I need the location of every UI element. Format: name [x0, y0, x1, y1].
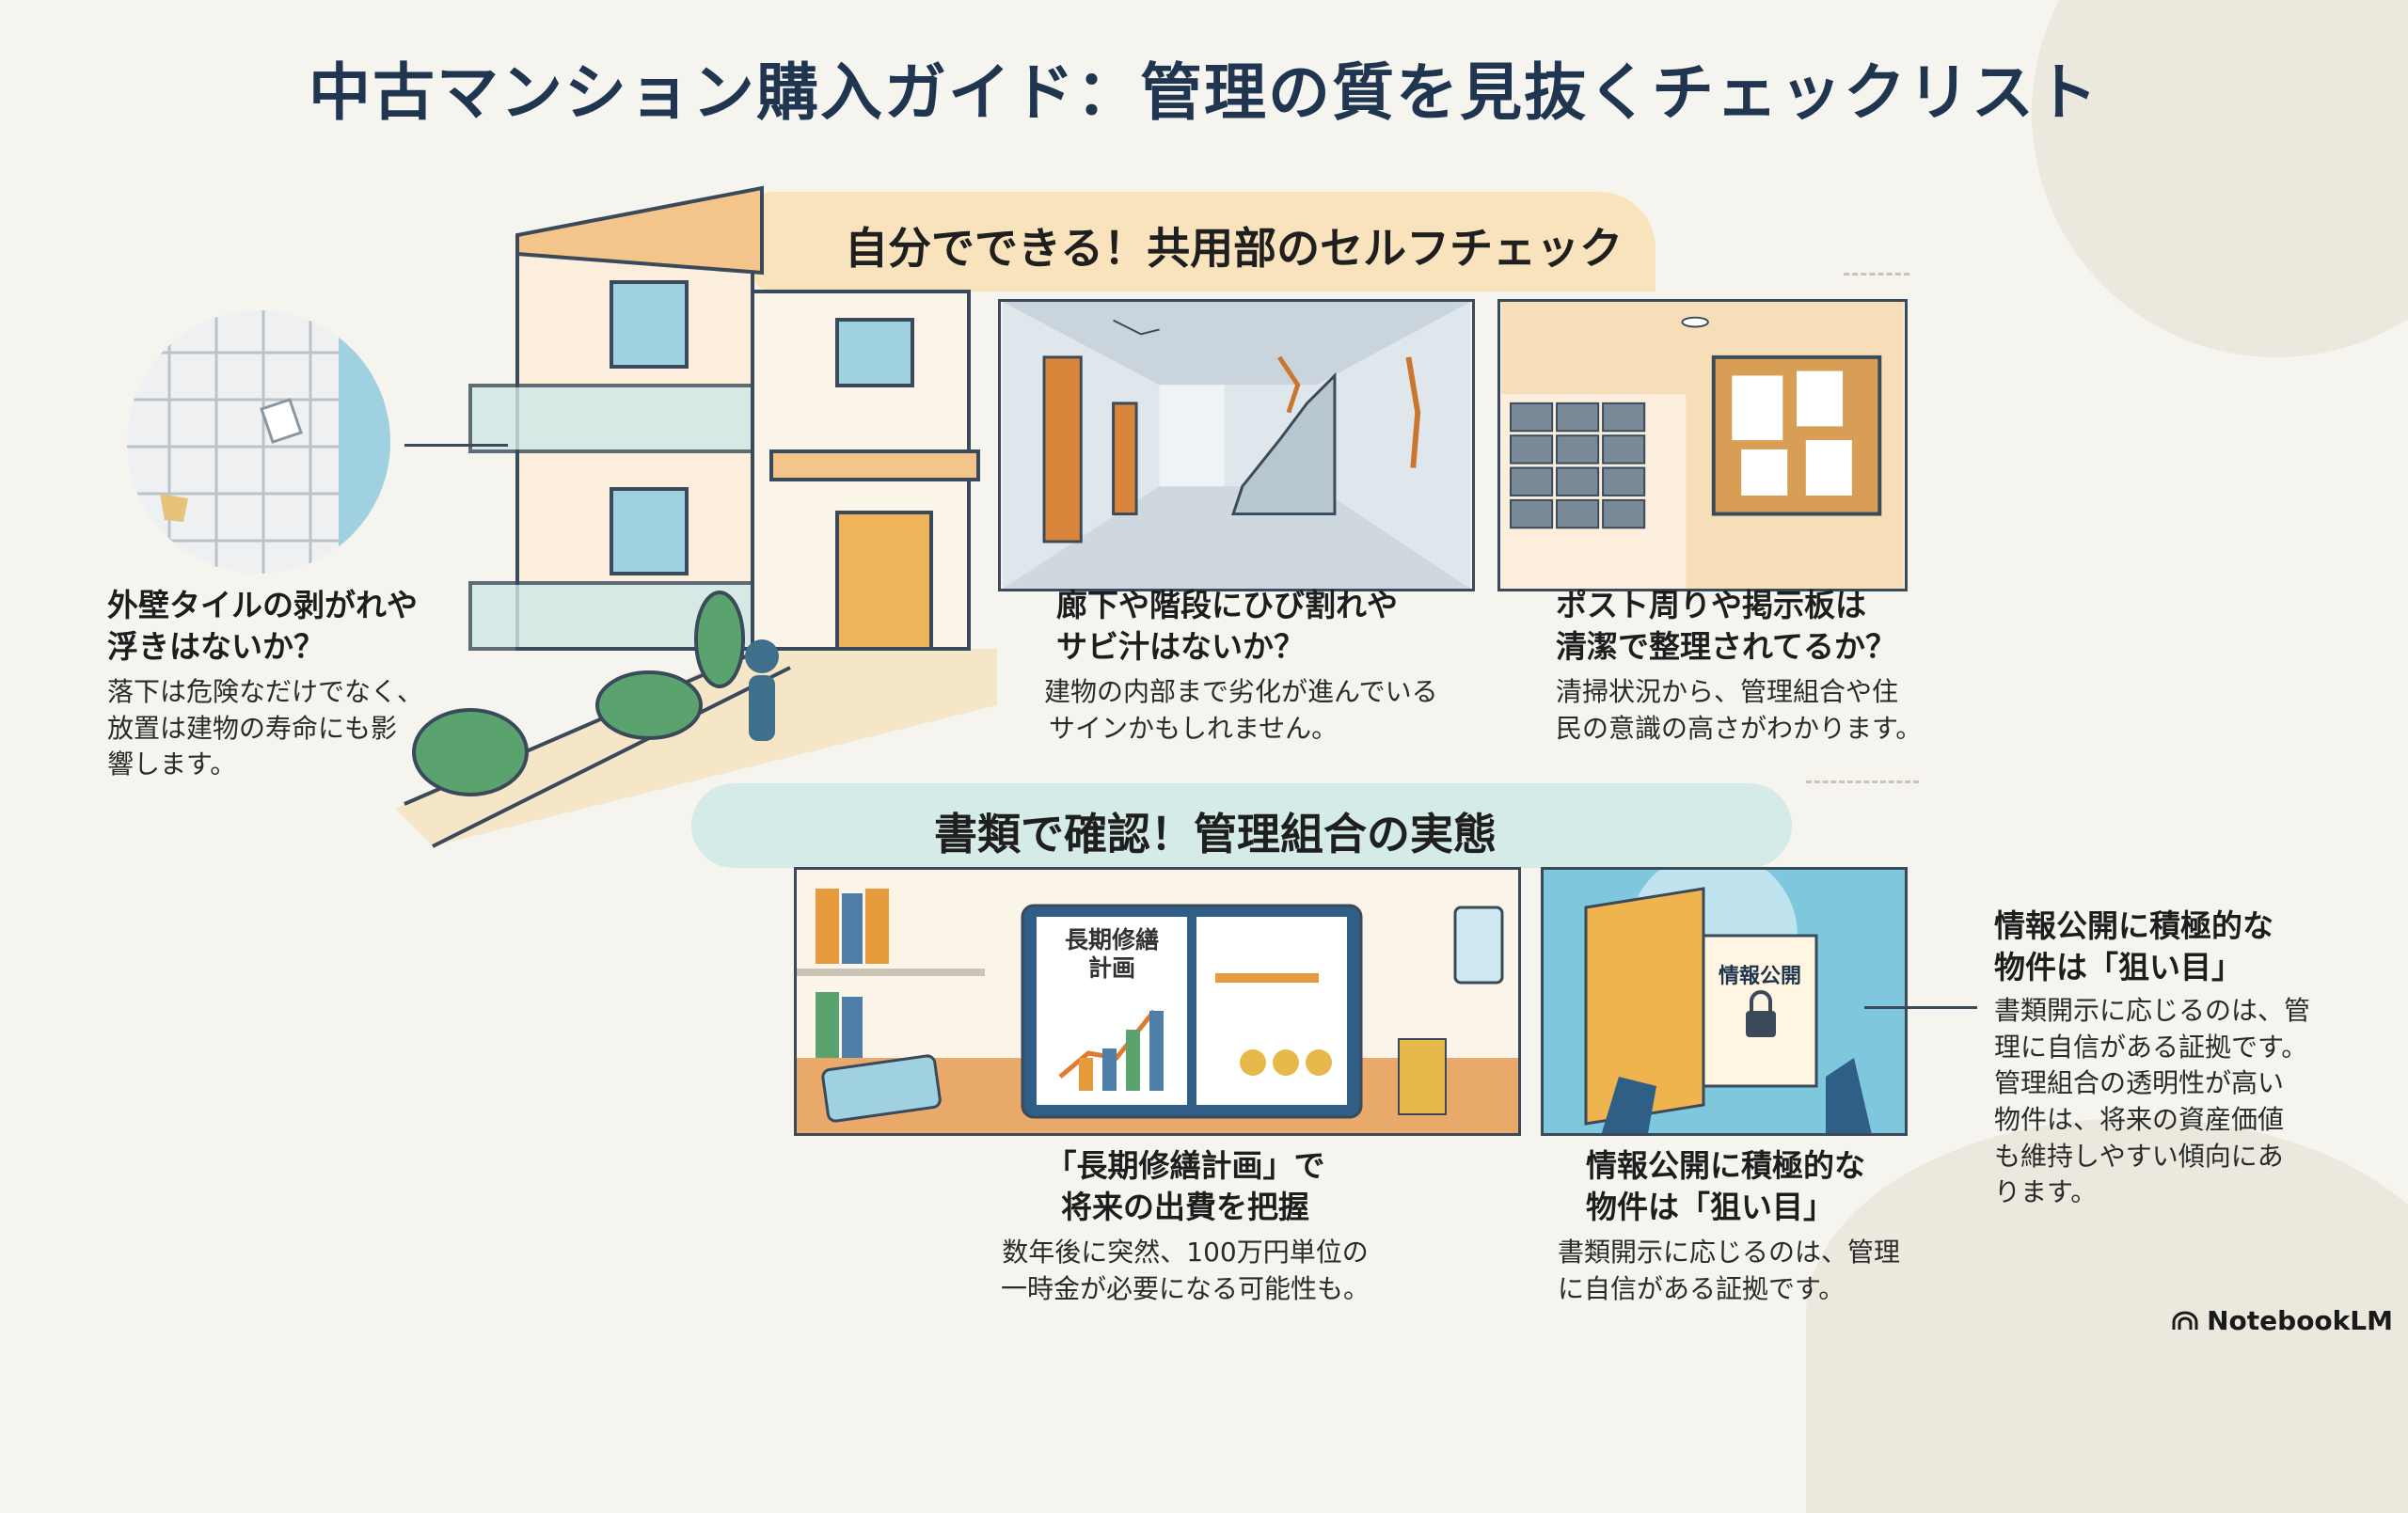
binder-label-line: 長期修繕 — [1064, 926, 1159, 954]
section-banner-documents: 書類で確認！管理組合の実態 — [691, 783, 1792, 868]
section-banner-label: 自分でできる！共用部のセルフチェック — [845, 223, 1624, 274]
connector-line — [1864, 1006, 1977, 1009]
side-note-body: 書類開示に応じるのは、管 理に自信がある証拠です。 管理組合の透明性が高い 物件… — [1994, 993, 2370, 1211]
heading-line: 廊下や階段にひび割れや — [1056, 587, 1398, 623]
wall-tile-closeup — [127, 310, 390, 574]
body-line: も維持しやすい傾向にあ — [1994, 1140, 2284, 1172]
item-heading: 情報公開に積極的な物件は「狙い目」 — [1586, 1145, 1934, 1227]
building-illustration — [395, 185, 997, 848]
heading-line: 「長期修繕計画」で — [1045, 1147, 1325, 1184]
check-item-exterior-tile: 外壁タイルの剥がれや浮きはないか？ 落下は危険なだけでなく、放置は建物の寿命にも… — [107, 585, 465, 783]
body-line: 清掃状況から、管理組合や住 — [1556, 676, 1899, 708]
item-body: 数年後に突然、100万円単位の一時金が必要になる可能性も。 — [997, 1235, 1373, 1307]
notebooklm-logo-icon — [2172, 1311, 2198, 1330]
divider — [1844, 273, 1909, 276]
section-banner-self-check: 自分でできる！共用部のセルフチェック — [752, 192, 1656, 292]
heading-line: 外壁タイルの剥がれや — [107, 587, 418, 623]
body-line: 管理組合の透明性が高い — [1994, 1067, 2285, 1099]
body-line: 建物の内部まで劣化が進んでいる — [1044, 676, 1438, 708]
notebooklm-brand: NotebookLM — [2171, 1305, 2393, 1336]
body-line: サインかもしれません。 — [1049, 712, 1339, 744]
brand-name: NotebookLM — [2207, 1305, 2393, 1336]
heading-line: 情報公開に積極的な — [1994, 907, 2273, 944]
doc-item-repair-plan: 「長期修繕計画」で将来の出費を把握 数年後に突然、100万円単位の一時金が必要に… — [997, 1145, 1373, 1307]
body-line: 放置は建物の寿命にも影 — [107, 712, 398, 744]
heading-line: サビ汁はないか？ — [1056, 627, 1305, 665]
heading-line: 情報公開に積極的な — [1586, 1147, 1865, 1184]
item-heading: ポスト周りや掲示板は清潔で整理されてるか？ — [1556, 585, 1970, 667]
mailbox-bulletin-illustration — [1497, 299, 1908, 591]
body-line: 理に自信がある証拠です。 — [1994, 1031, 2308, 1063]
heading-line: 清潔で整理されてるか？ — [1556, 627, 1897, 665]
item-body: 落下は危険なだけでなく、放置は建物の寿命にも影響します。 — [107, 674, 465, 783]
body-line: 一時金が必要になる可能性も。 — [1000, 1272, 1370, 1304]
item-body: 書類開示に応じるのは、管理に自信がある証拠です。 — [1558, 1235, 1934, 1307]
binder-label: 長期修繕計画 — [1051, 926, 1173, 983]
divider — [1806, 780, 1919, 783]
heading-line: 将来の出費を把握 — [1061, 1188, 1309, 1225]
item-heading: 廊下や階段にひび割れやサビ汁はないか？ — [1056, 585, 1489, 667]
doc-item-disclosure: 情報公開に積極的な物件は「狙い目」 書類開示に応じるのは、管理に自信がある証拠で… — [1558, 1145, 1934, 1307]
item-heading: 「長期修繕計画」で将来の出費を把握 — [997, 1145, 1373, 1227]
repair-plan-illustration: 長期修繕計画 — [794, 867, 1521, 1136]
item-body: 建物の内部まで劣化が進んでいるサインかもしれません。 — [1044, 674, 1489, 747]
connector-line — [404, 444, 508, 447]
heading-line: 浮きはないか？ — [107, 627, 325, 665]
body-line: 書類開示に応じるのは、管 — [1994, 995, 2311, 1027]
section-banner-label: 書類で確認！管理組合の実態 — [934, 809, 1497, 859]
heading-line: ポスト周りや掲示板は — [1556, 587, 1866, 623]
desk-scene — [797, 889, 1518, 1133]
binder-label-line: 計画 — [1087, 954, 1135, 982]
body-line: 物件は、将来の資産価値 — [1994, 1103, 2285, 1135]
body-line: ります。 — [1994, 1176, 2098, 1208]
body-line: 落下は危険なだけでなく、 — [107, 676, 424, 708]
item-heading: 外壁タイルの剥がれや浮きはないか？ — [107, 585, 465, 667]
heading-line: 物件は「狙い目」 — [1994, 948, 2242, 985]
side-note-heading: 情報公開に積極的な物件は「狙い目」 — [1994, 906, 2370, 987]
body-line: 書類開示に応じるのは、管理 — [1558, 1237, 1901, 1269]
folder-label: 情報公開 — [1718, 965, 1801, 988]
heading-line: 物件は「狙い目」 — [1586, 1188, 1834, 1225]
corridor-stairs-illustration — [998, 299, 1475, 591]
disclosure-folder-illustration: 情報公開 — [1541, 867, 1908, 1136]
body-line: に自信がある証拠です。 — [1558, 1272, 1846, 1304]
body-line: 数年後に突然、100万円単位の — [1002, 1237, 1369, 1269]
item-body: 清掃状況から、管理組合や住民の意識の高さがわかります。 — [1556, 674, 1970, 747]
check-item-mailbox-bulletin: ポスト周りや掲示板は清潔で整理されてるか？ 清掃状況から、管理組合や住民の意識の… — [1556, 585, 1970, 747]
body-line: 民の意識の高さがわかります。 — [1556, 712, 1923, 744]
check-item-corridor-cracks: 廊下や階段にひび割れやサビ汁はないか？ 建物の内部まで劣化が進んでいるサインかも… — [1044, 585, 1489, 747]
body-line: 響します。 — [107, 749, 237, 780]
side-note-disclosure: 情報公開に積極的な物件は「狙い目」 書類開示に応じるのは、管 理に自信がある証拠… — [1994, 906, 2370, 1211]
page-title: 中古マンション購入ガイド：管理の質を見抜くチェックリスト — [309, 56, 2099, 129]
folder-scene — [1584, 870, 1872, 1133]
